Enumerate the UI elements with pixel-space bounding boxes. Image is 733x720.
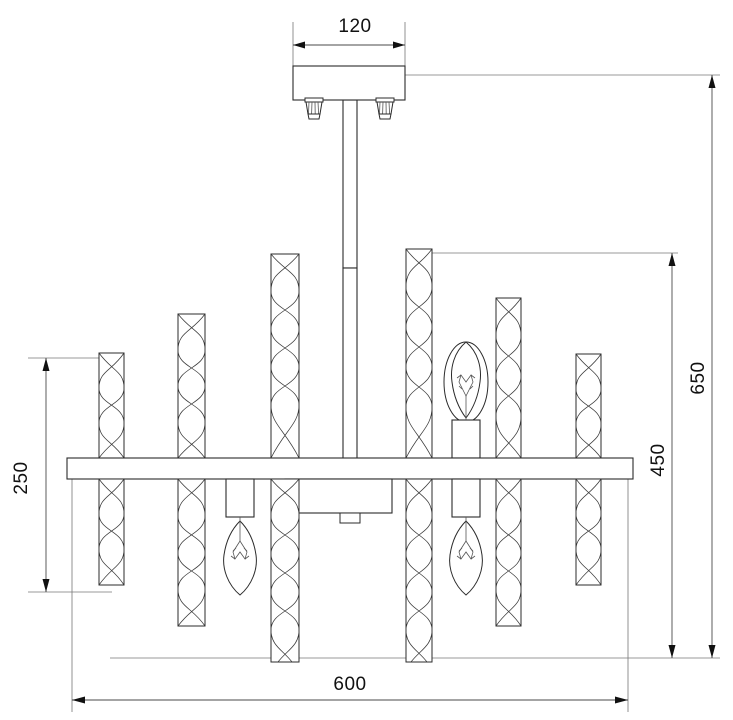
glass-rod-lower-5 xyxy=(495,478,522,627)
canopy-screw-left xyxy=(304,97,324,120)
main-horizontal-bar xyxy=(66,457,634,480)
dimension-label-120: 120 xyxy=(338,16,371,37)
lamp-down-left xyxy=(223,478,257,596)
glass-rod-lower-6 xyxy=(575,478,602,586)
dimension-layer: 120 250 450 xyxy=(11,16,720,712)
glass-rod-upper-2 xyxy=(177,313,206,459)
glass-rod-upper-4 xyxy=(405,248,433,459)
glass-rod-lower-2 xyxy=(177,478,206,627)
glass-rod-upper-1 xyxy=(98,352,125,459)
glass-rod-upper-3 xyxy=(270,253,300,459)
dimension-label-600: 600 xyxy=(333,674,366,695)
glass-rods-upper xyxy=(98,248,602,459)
suspension-stem xyxy=(342,99,358,466)
dimension-label-250: 250 xyxy=(11,461,32,494)
dimension-canopy-width: 120 xyxy=(292,16,406,70)
ceiling-canopy-plate xyxy=(292,65,406,101)
fixture-geometry xyxy=(66,65,634,663)
glass-rods-lower xyxy=(98,478,602,663)
glass-rod-lower-4 xyxy=(405,478,433,663)
lamp-down-right xyxy=(449,478,483,596)
lamp-up-right xyxy=(443,341,489,459)
lamp-down-left-filament xyxy=(230,517,250,560)
dimension-total-650: 650 xyxy=(405,74,720,658)
center-hub xyxy=(284,478,393,524)
glass-rod-lower-1 xyxy=(98,478,125,586)
glass-rod-upper-6 xyxy=(575,353,602,459)
dimension-label-450: 450 xyxy=(648,443,669,476)
glass-rod-lower-3 xyxy=(270,478,300,663)
dimension-rod-250: 250 xyxy=(11,357,112,593)
lamp-up-right-filament xyxy=(456,374,476,420)
canopy-screw-right xyxy=(375,97,395,120)
dimension-label-650: 650 xyxy=(688,361,709,394)
lamp-down-right-filament xyxy=(456,517,476,560)
dimension-overall-600: 600 xyxy=(71,465,629,712)
glass-rod-upper-5 xyxy=(495,297,522,459)
